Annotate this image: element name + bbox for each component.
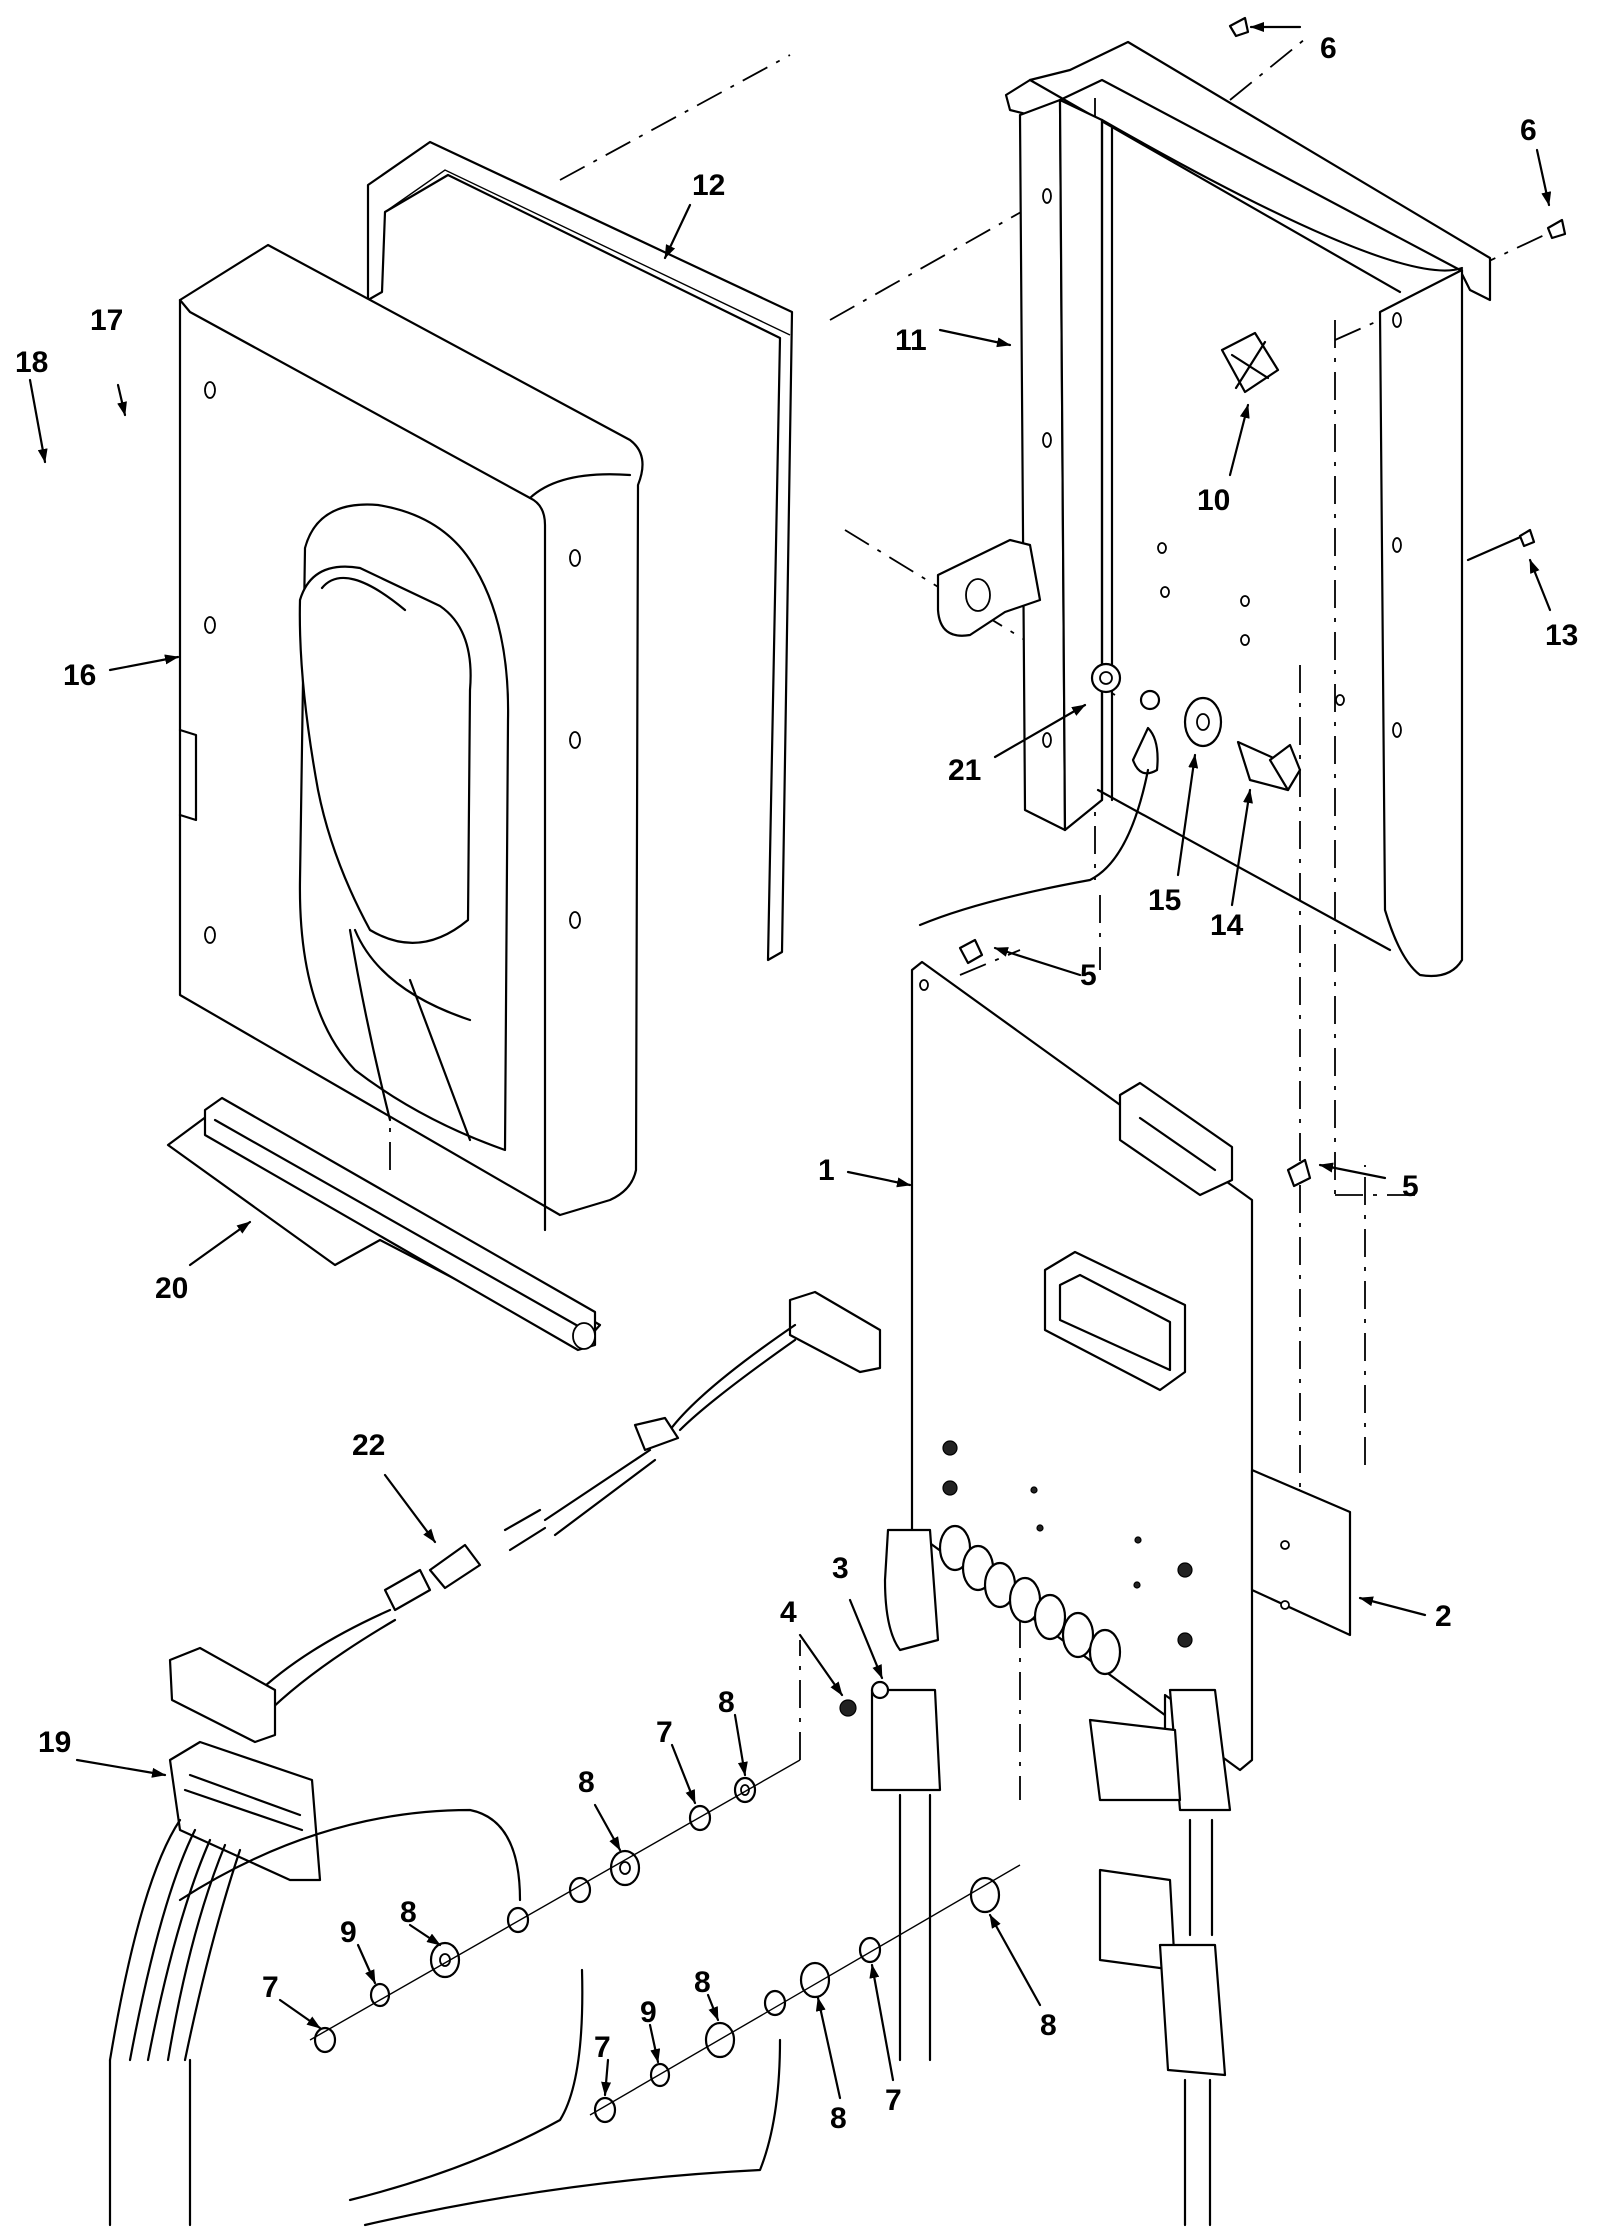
- callout-labels: 6 6 12 11 10 13 18 17 16 21 15 14 5 5 1 …: [15, 32, 1578, 2135]
- terminal-blocks: [870, 1528, 1232, 2227]
- callout-2: 2: [1435, 1600, 1452, 1633]
- cable-tie-mount: [1220, 331, 1280, 394]
- callout-leaders: [28, 22, 1552, 2100]
- callout-12: 12: [692, 169, 725, 202]
- callout-1: 1: [818, 1154, 835, 1187]
- cover: [178, 243, 644, 1232]
- circuit-board: [910, 960, 1254, 1772]
- callout-18: 18: [15, 346, 48, 379]
- callout-21: 21: [948, 754, 981, 787]
- callout-22: 22: [352, 1429, 385, 1462]
- callout-8-b: 8: [578, 1766, 595, 1799]
- callout-5-right: 5: [1402, 1170, 1419, 1203]
- callout-6-right: 6: [1520, 114, 1537, 147]
- channel-strip: [166, 1096, 602, 1352]
- ground-hardware: [918, 662, 1302, 927]
- callout-8-d: 8: [1040, 2009, 1057, 2042]
- capacitor-row: [938, 1524, 1122, 1676]
- callout-9-a: 9: [340, 1916, 357, 1949]
- screws-and-standoffs: [958, 16, 1567, 1188]
- callout-16: 16: [63, 659, 96, 692]
- callout-8-c: 8: [400, 1896, 417, 1929]
- callout-5-top: 5: [1080, 959, 1097, 992]
- callout-6-top: 6: [1320, 32, 1337, 65]
- callout-7-b: 7: [262, 1971, 279, 2004]
- callout-9-b: 9: [640, 1996, 657, 2029]
- callout-14: 14: [1210, 909, 1244, 942]
- small-hardware: [309, 1680, 1021, 2124]
- callout-8-e: 8: [830, 2102, 847, 2135]
- callout-7-a: 7: [656, 1716, 673, 1749]
- callout-19: 19: [38, 1726, 71, 1759]
- bracket-housing: [936, 40, 1492, 978]
- callout-10: 10: [1197, 484, 1230, 517]
- callout-8-a: 8: [718, 1686, 735, 1719]
- callout-20: 20: [155, 1272, 188, 1305]
- insulator-plate: [1250, 1468, 1352, 1637]
- ribbon-cable-assembly: [168, 1290, 882, 1744]
- connector-harness: [108, 1740, 782, 2227]
- callout-3: 3: [832, 1552, 849, 1585]
- callout-11: 11: [895, 324, 927, 357]
- callout-7-d: 7: [594, 2031, 611, 2064]
- callout-8-f: 8: [694, 1966, 711, 1999]
- callout-13: 13: [1545, 619, 1578, 652]
- callout-17: 17: [90, 304, 123, 337]
- callout-4: 4: [780, 1596, 797, 1629]
- callout-7-c: 7: [885, 2084, 902, 2117]
- callout-15: 15: [1148, 884, 1181, 917]
